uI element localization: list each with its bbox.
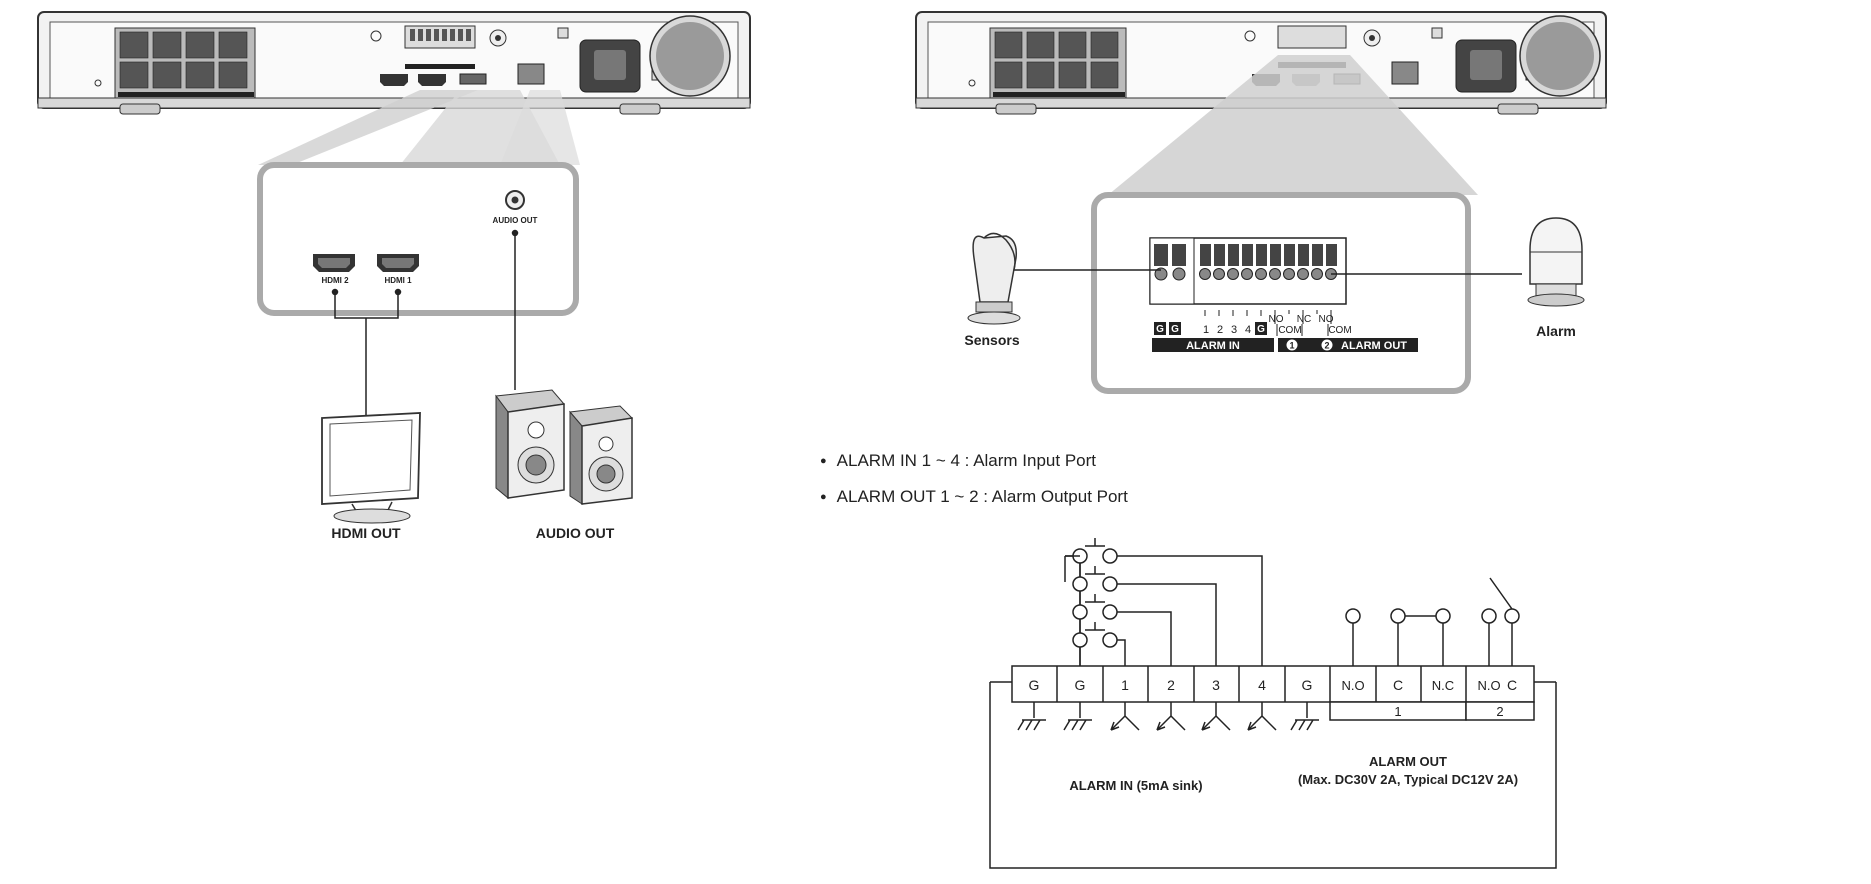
- terminal-label: N.O: [1477, 678, 1500, 693]
- bullet-alarm-out: ALARM OUT 1 ~ 2 : Alarm Output Port: [820, 484, 1128, 520]
- alarm-in-bar-label: ALARM IN: [1186, 340, 1240, 352]
- speakers-icon: [495, 389, 634, 505]
- terminal-label: 3: [1212, 677, 1220, 693]
- sensors-label: Sensors: [964, 332, 1019, 348]
- audio-out-port-label: AUDIO OUT: [493, 216, 538, 225]
- terminal-label: 2: [1167, 677, 1175, 693]
- terminal-label: G: [1302, 677, 1313, 693]
- terminal-label: N.C: [1432, 678, 1454, 693]
- bullet-alarm-in: ALARM IN 1 ~ 4 : Alarm Input Port: [820, 448, 1128, 484]
- alarm-out-label: ALARM OUT: [1369, 754, 1447, 769]
- audio-out-label: AUDIO OUT: [536, 525, 615, 541]
- audio-out-jack-icon: [505, 190, 525, 210]
- hdmi1-port-label: HDMI 1: [384, 276, 412, 285]
- left-zoom-box: [257, 162, 579, 316]
- out-num2-label: 2: [1324, 341, 1329, 351]
- no1-label: NO: [1269, 314, 1284, 325]
- hdmi-port-icon: [377, 254, 419, 272]
- schematic-labels: G G 1 2 3 4 G N.O C N.C N.O C 1 2 ALARM …: [1029, 677, 1519, 793]
- nvr-rear-panel-right: [915, 11, 1607, 115]
- terminal-label: N.O: [1341, 678, 1364, 693]
- terminal-label: G: [1029, 677, 1040, 693]
- no2-label: NO: [1319, 314, 1334, 325]
- com2-label: COM: [1328, 325, 1351, 336]
- alarm-out-spec-label: (Max. DC30V 2A, Typical DC12V 2A): [1298, 772, 1518, 787]
- terminal-pin-labels: G G 1 2 3 4 G NO NC COM NO COM: [1154, 310, 1352, 336]
- hdmi2-port-label: HDMI 2: [321, 276, 349, 285]
- alarm-out-bar: [1278, 338, 1418, 352]
- alarm-in-sink-label: ALARM IN (5mA sink): [1069, 778, 1202, 793]
- alarm-in-bar: [1152, 338, 1274, 352]
- pin-2-label: 2: [1217, 324, 1223, 336]
- pin-3-label: 3: [1231, 324, 1237, 336]
- pin-4-label: 4: [1245, 324, 1251, 336]
- terminal-label: 1: [1121, 677, 1129, 693]
- out-num1-label: 1: [1289, 341, 1294, 351]
- pin-g3-label: G: [1257, 324, 1265, 335]
- alarm-schematic: [989, 538, 1557, 869]
- nvr-rear-panel-left: [37, 11, 751, 115]
- pin-g2-label: G: [1171, 324, 1179, 335]
- com1-label: COM: [1278, 325, 1301, 336]
- nc1-label: NC: [1297, 314, 1311, 325]
- alarm-siren-icon: [1527, 217, 1585, 307]
- terminal-label: G: [1075, 677, 1086, 693]
- hdmi-out-label: HDMI OUT: [331, 525, 401, 541]
- port-description-list: ALARM IN 1 ~ 4 : Alarm Input Port ALARM …: [820, 448, 1128, 520]
- terminal-label: 4: [1258, 677, 1266, 693]
- group2-label: 2: [1496, 704, 1503, 719]
- pin-1-label: 1: [1203, 324, 1209, 336]
- alarm-label: Alarm: [1536, 323, 1576, 339]
- terminal-label: C: [1393, 677, 1403, 693]
- terminal-label: C: [1507, 677, 1517, 693]
- hdmi-port-icon: [313, 254, 355, 272]
- monitor-icon: [321, 412, 421, 524]
- group1-label: 1: [1394, 704, 1401, 719]
- pin-g1-label: G: [1156, 324, 1164, 335]
- sensor-icon: [967, 232, 1021, 325]
- alarm-out-bar-label: ALARM OUT: [1341, 340, 1407, 352]
- alarm-terminal-block: [1149, 237, 1347, 305]
